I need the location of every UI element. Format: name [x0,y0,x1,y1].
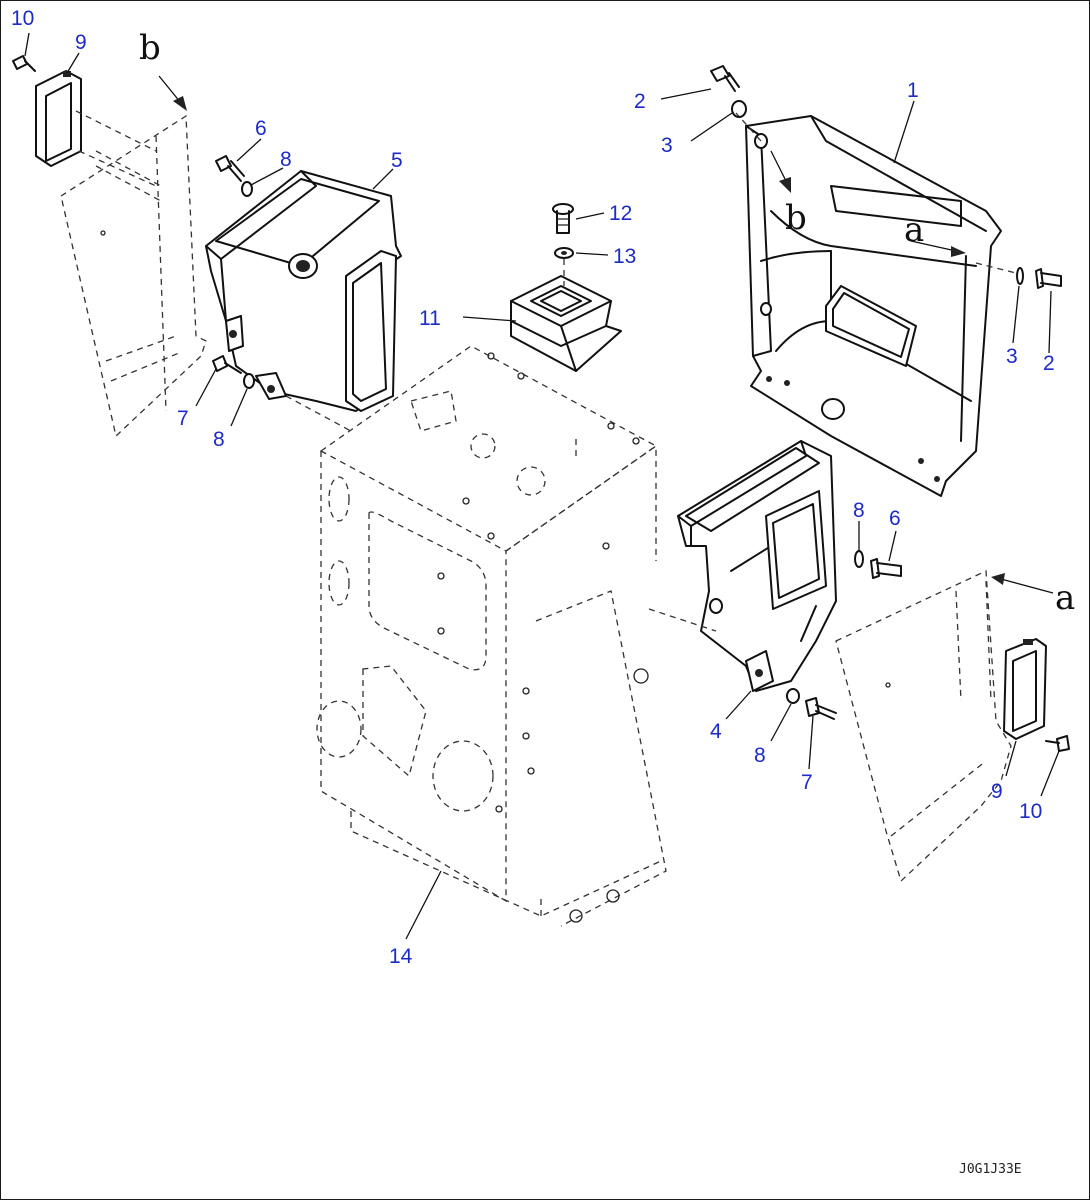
callout-5: 5 [391,149,403,172]
view-markers: b b a a [139,28,1075,618]
callout-11: 11 [419,307,441,330]
callout-3-right: 3 [1006,345,1018,368]
screw-right-part-10 [1045,735,1070,752]
right-duct-part-4 [648,440,837,692]
screw-left-part-10 [12,55,36,72]
callout-numbers: 10 9 6 8 5 7 8 12 13 11 2 3 1 3 2 8 6 4 … [11,7,1055,968]
callout-8-right-bottom: 8 [754,744,766,767]
washer-top-part-3 [731,100,747,118]
view-arrow-b-top-left [158,75,187,111]
view-letter-a-right: a [1055,578,1075,618]
handle-right-part-9 [1003,638,1047,740]
bolt-right-part-6 [870,558,902,579]
callout-2-top: 2 [634,90,646,113]
left-duct-part-5 [205,170,402,432]
center-duct-part-11 [510,275,622,372]
callout-7-left: 7 [177,407,189,430]
callout-7-right: 7 [801,771,813,794]
callout-8-right-top: 8 [853,499,865,522]
right-cover-part-1 [745,115,1002,497]
callout-13: 13 [613,245,636,268]
washer-right-part-3 [1016,267,1024,285]
right-side-panel [835,570,1012,883]
view-arrow-a-right [991,573,1054,594]
callout-1: 1 [907,79,919,102]
drawing-code: J0G1J33E [959,1162,1022,1177]
bolt-right-part-7 [805,697,837,720]
washer-left-bottom-part-8 [243,373,255,389]
bolt-top-part-2 [710,65,740,92]
callout-3-top: 3 [661,134,673,157]
callout-10-left: 10 [11,7,34,30]
handle-left-part-9 [35,70,157,187]
callout-10-right: 10 [1019,800,1042,823]
washer-right-bottom-part-8 [786,688,800,704]
callout-6-right: 6 [889,507,901,530]
bolt-left-part-6 [215,155,245,182]
view-letter-a-on-part1: a [904,210,924,250]
callout-leaders [24,32,1060,940]
callout-9-left: 9 [75,31,87,54]
left-side-panel [60,114,207,438]
callout-8-left-top: 8 [280,148,292,171]
callout-4: 4 [710,720,722,743]
bolt-left-part-7 [212,355,242,374]
callout-9-right: 9 [991,780,1003,803]
bolt-part-12 [552,203,574,234]
callout-14: 14 [389,945,413,968]
callout-8-left-bottom: 8 [213,428,225,451]
console-frame-part-14 [316,345,667,927]
view-letter-b-on-part1: b [785,198,807,238]
washer-left-top-part-8 [241,181,253,197]
washer-right-top-part-8 [854,550,864,568]
view-arrow-b-on-part1 [770,150,791,193]
callout-2-right: 2 [1043,352,1055,375]
callout-6-left: 6 [255,117,267,140]
washer-part-13 [554,247,574,259]
bolt-right-part-2 [1035,268,1062,289]
view-arrow-a-on-part1 [910,240,966,257]
callout-12: 12 [609,202,632,225]
view-letter-b-top-left: b [139,28,161,68]
